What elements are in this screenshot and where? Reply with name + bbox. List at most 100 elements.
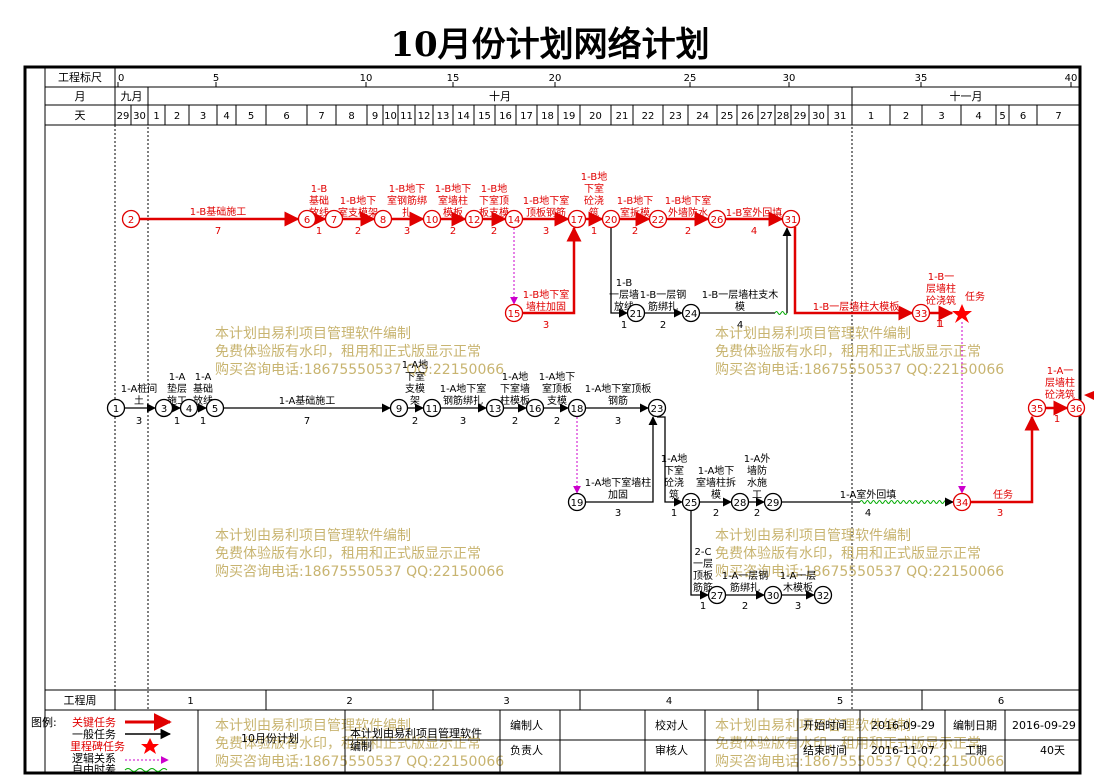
day-cell: 6: [1020, 111, 1026, 122]
day-cell: 16: [499, 111, 512, 122]
task-label: 室钢筋绑: [387, 194, 427, 207]
event-node: 22: [648, 209, 668, 229]
svg-text:20: 20: [605, 215, 618, 226]
day-cell: 22: [642, 111, 655, 122]
day-cell: 24: [696, 111, 709, 122]
svg-text:2: 2: [128, 215, 134, 226]
event-node: 29: [763, 492, 783, 512]
svg-text:12: 12: [468, 215, 481, 226]
task-label: 下室墙: [500, 382, 530, 395]
event-node: 35: [1027, 398, 1047, 418]
critical-arrow: [970, 415, 1040, 504]
task-label: 2: [512, 416, 518, 427]
task-label: 1-A地: [661, 452, 688, 465]
task-label: 2-C: [695, 547, 712, 558]
task-label: 3: [615, 508, 621, 519]
event-node: 19: [567, 492, 587, 512]
task-label: 1: [700, 601, 706, 612]
week-row-label: 工程周: [64, 694, 97, 707]
task-label: 1-B基础施工: [190, 205, 246, 218]
footer-reviewer-label: 审核人: [655, 743, 688, 757]
task-label: 模板: [443, 206, 463, 219]
week-cell: 3: [503, 696, 509, 707]
watermark-text: 购买咨询电话:18675550537 QQ:22150066: [715, 564, 1004, 580]
task-label: 砼浇筑: [1045, 388, 1075, 401]
footer-software2: 编制: [350, 739, 372, 753]
footer-start-value: 2016-09-29: [871, 719, 935, 732]
legend-float-label: 自由时差: [72, 762, 116, 776]
task-label: 下室: [405, 370, 425, 383]
task-label: 1-B地: [481, 182, 507, 195]
legend-title: 图例:: [31, 715, 57, 729]
svg-text:35: 35: [1031, 404, 1044, 415]
watermark-text: 购买咨询电话:18675550537 QQ:22150066: [715, 362, 1004, 378]
task-label: 顶板: [693, 569, 713, 582]
time-header: [44, 67, 1080, 772]
event-node: 27: [707, 585, 727, 605]
task-label: 2: [554, 416, 560, 427]
day-cell: 25: [721, 111, 734, 122]
task-label: 基础: [309, 194, 329, 207]
svg-text:29: 29: [767, 498, 780, 509]
task-arrows: [125, 211, 1069, 600]
task-label: 3: [543, 226, 549, 237]
svg-text:36: 36: [1070, 404, 1083, 415]
svg-text:7: 7: [331, 215, 337, 226]
legend-star-icon: [141, 738, 159, 754]
watermark-text: 购买咨询电话:18675550537 QQ:22150066: [215, 362, 504, 378]
normal-arrow: [657, 416, 683, 507]
svg-text:18: 18: [571, 404, 584, 415]
month-cell: 九月: [121, 90, 143, 103]
event-node: 1: [106, 398, 126, 418]
svg-text:15: 15: [508, 309, 521, 320]
task-label: 3: [543, 320, 549, 331]
svg-text:24: 24: [685, 309, 698, 320]
footer-date-label: 编制日期: [953, 718, 997, 732]
legend-milestone-label: 里程碑任务: [70, 740, 125, 753]
task-label: 2: [660, 320, 666, 331]
footer-responsible-label: 负责人: [510, 743, 543, 757]
task-label: 1-A室外回填: [840, 488, 897, 501]
day-cell: 13: [437, 111, 450, 122]
day-cell: 29: [117, 111, 130, 122]
svg-text:26: 26: [711, 215, 724, 226]
event-node: 24: [681, 303, 701, 323]
task-label: 1-A地下: [698, 464, 735, 477]
task-label: 2: [491, 226, 497, 237]
day-cell: 2: [174, 111, 180, 122]
task-label: 1-A桩间: [121, 382, 158, 395]
task-label: 1-B: [311, 184, 328, 195]
day-cell: 4: [223, 111, 229, 122]
day-cell: 20: [589, 111, 602, 122]
task-label: 1-A一层: [780, 570, 817, 582]
task-label: 架: [410, 395, 420, 407]
task-labels: 1-B基础施工71-B基础放线11-B地下室支模架21-B地下室钢筋绑扎31-B…: [121, 170, 1075, 612]
task-label: 2: [713, 508, 719, 519]
day-cell: 23: [669, 111, 682, 122]
task-label: 1-B: [616, 278, 633, 289]
task-label: 4: [865, 508, 871, 519]
task-label: 室顶板: [542, 382, 572, 395]
footer-date-value: 2016-09-29: [1012, 719, 1076, 732]
task-label: 筋绑扎: [730, 581, 760, 594]
svg-text:28: 28: [734, 498, 747, 509]
task-label: 钢筋: [608, 394, 628, 407]
day-cell: 7: [318, 111, 324, 122]
svg-text:22: 22: [652, 215, 665, 226]
task-label: 2: [450, 226, 456, 237]
task-label: 模: [711, 489, 721, 501]
task-label: 3: [795, 601, 801, 612]
footer-start-label: 开始时间: [803, 718, 847, 732]
watermark-text: 免费体验版有水印，租用和正式版显示正常: [715, 736, 981, 752]
task-label: 1-B地下室: [523, 194, 569, 207]
task-label: 基础: [193, 382, 213, 395]
task-label: 一层: [693, 558, 713, 570]
scale-tick: 5: [213, 73, 219, 84]
day-cell: 26: [741, 111, 754, 122]
footer-editor-label: 编制人: [510, 718, 543, 732]
task-label: 室拆模: [620, 206, 650, 219]
task-label: 3: [997, 508, 1003, 519]
free-float-wave: [859, 500, 951, 504]
task-label: 模: [735, 301, 745, 313]
svg-text:17: 17: [571, 215, 584, 226]
